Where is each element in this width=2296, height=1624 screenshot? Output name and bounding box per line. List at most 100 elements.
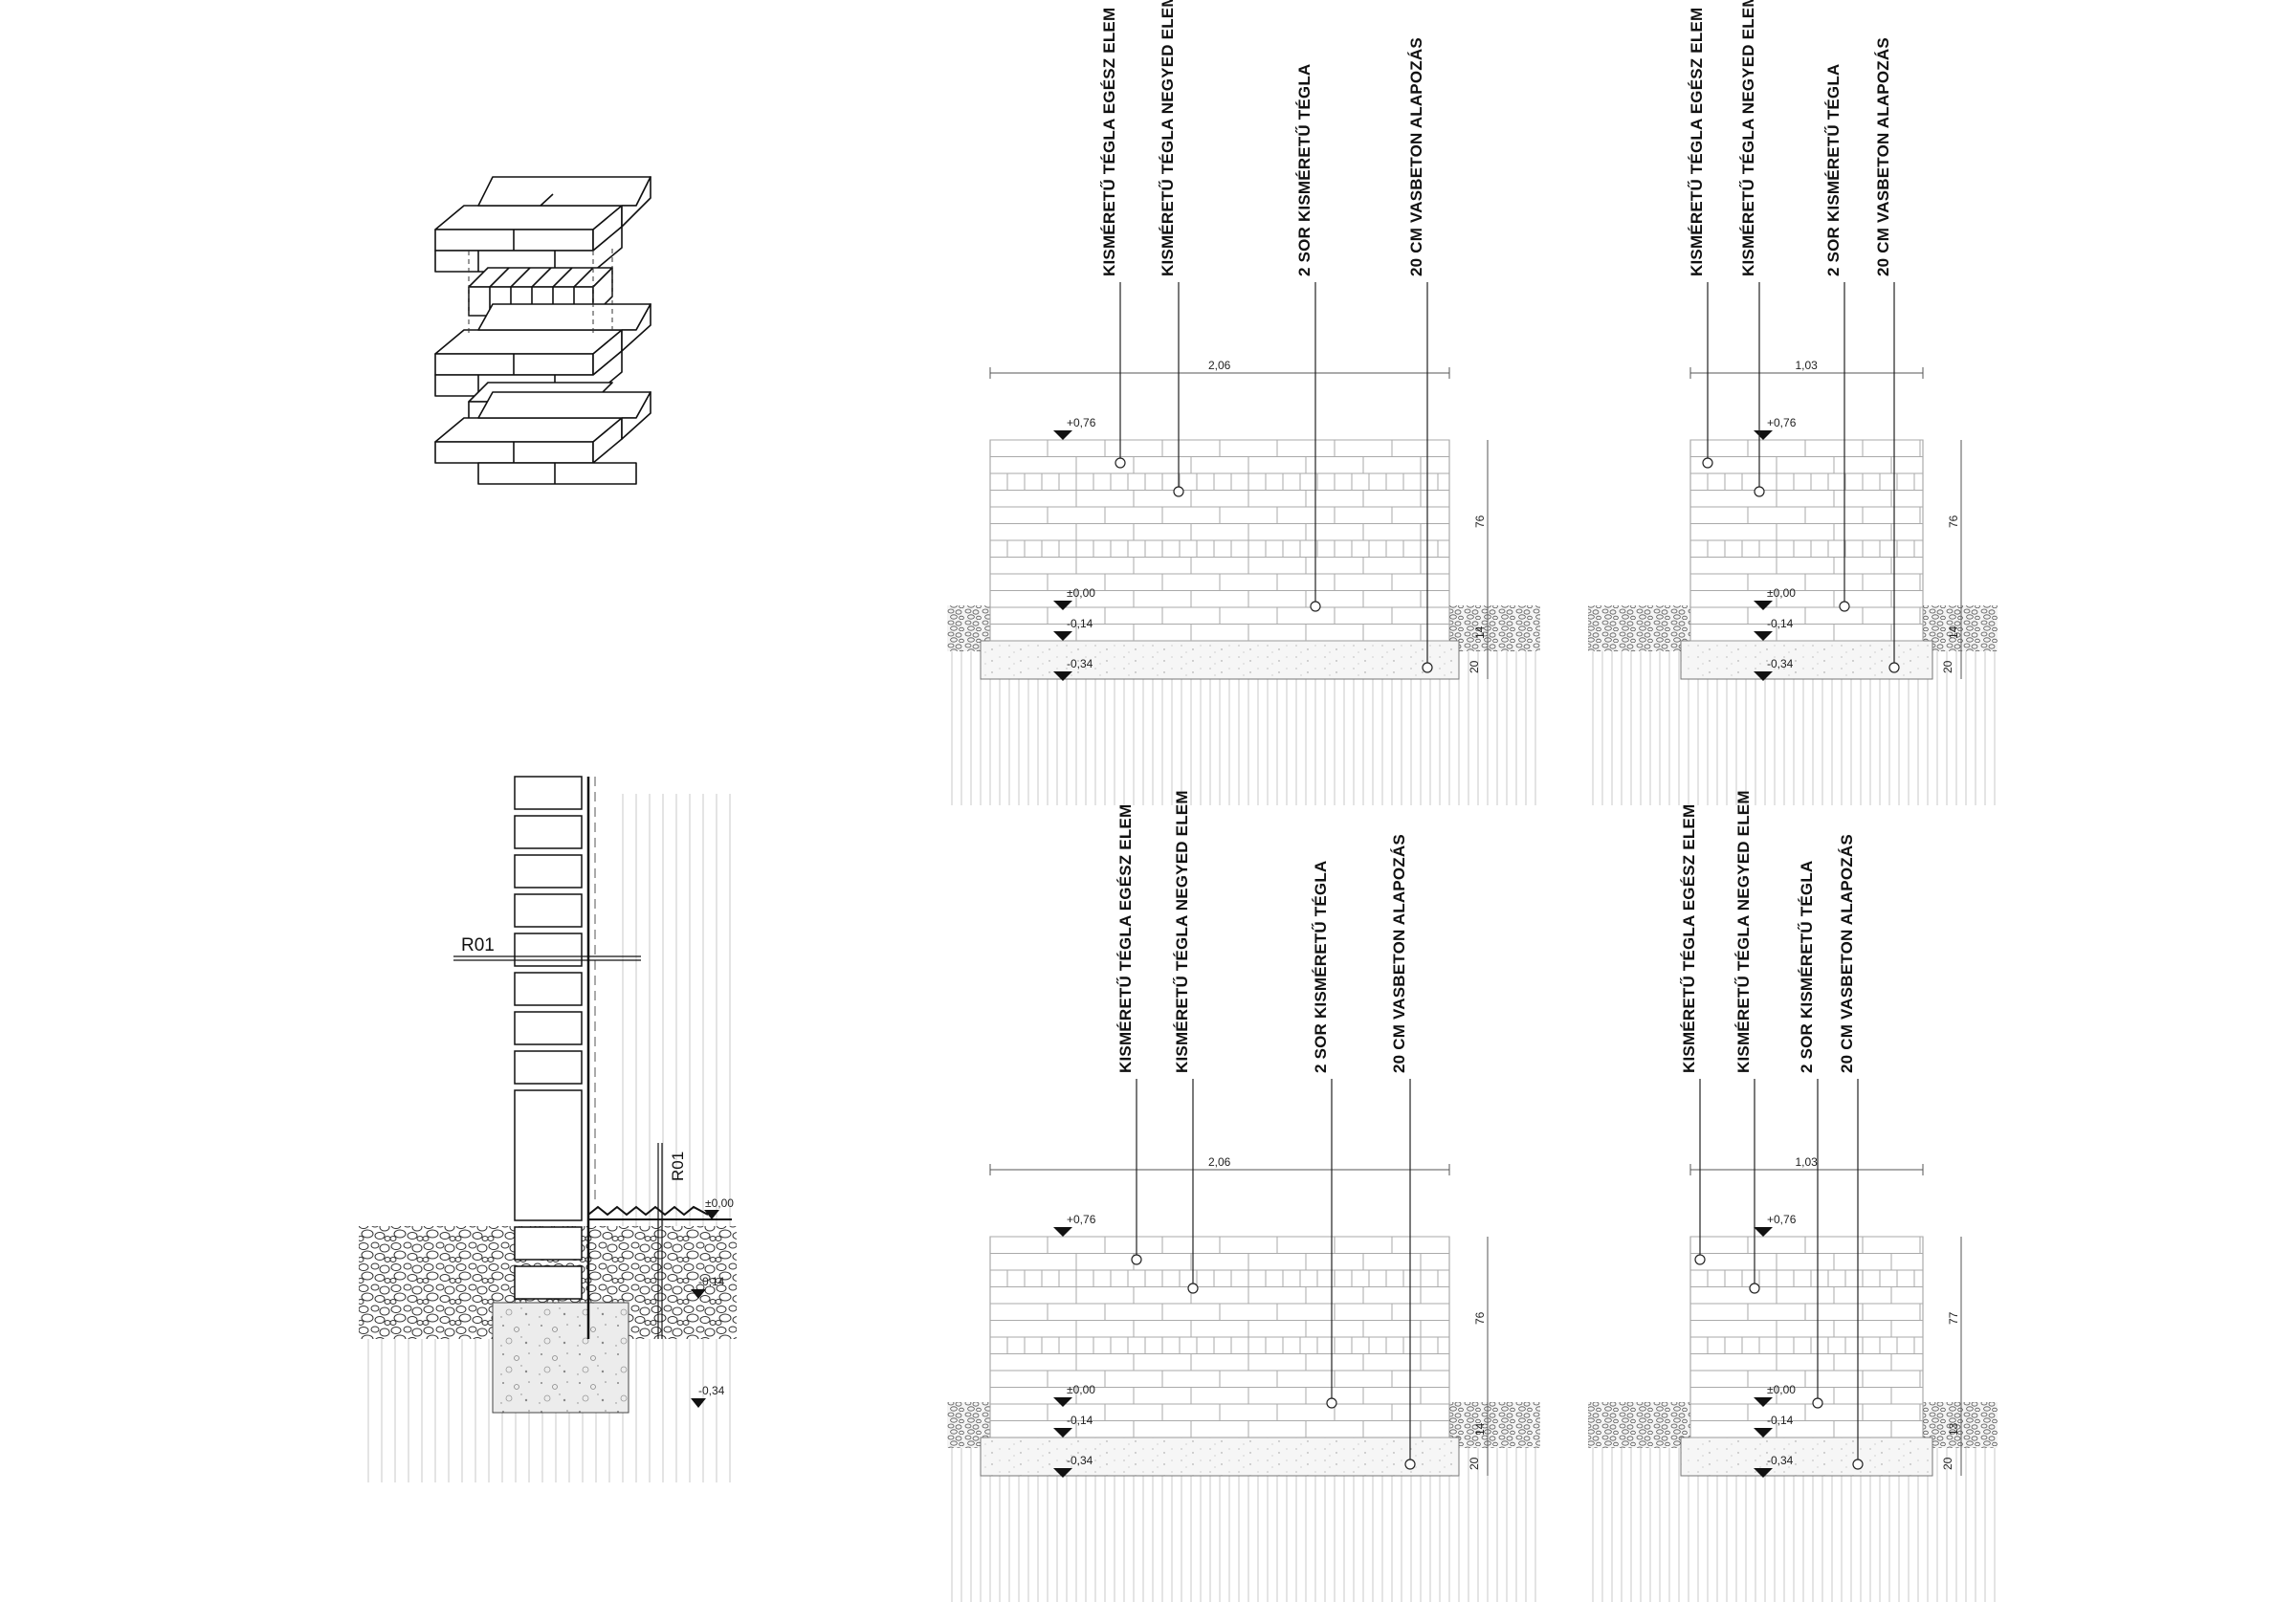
elevation-foot-dim-b-3: 20: [1468, 1457, 1481, 1470]
elevation-width-label-2: 1,03: [1796, 359, 1819, 372]
elevation-level-marker-1-1: [1053, 601, 1072, 610]
elevation-callout-label-2-2: 2 SOR KISMÉRETŰ TÉGLA: [1824, 64, 1843, 276]
section-tag-label-vertical: R01: [669, 1152, 687, 1181]
section-drainage-membrane: [587, 1205, 709, 1217]
elevation-callout-dot-4-2: [1812, 1397, 1823, 1409]
elevation-callout-dot-2-2: [1839, 601, 1850, 612]
iso-course-bottom: [434, 391, 651, 485]
elevation-level-marker-1-0: [1053, 430, 1072, 440]
elevation-level-marker-3-3: [1053, 1468, 1072, 1478]
section-level-034-text: -0,34: [698, 1384, 725, 1397]
elevation-level-text-2-2: -0,14: [1767, 617, 1794, 630]
section-tag-label: R01: [461, 935, 495, 955]
elevation-level-marker-4-1: [1754, 1397, 1773, 1407]
elevation-level-text-2-3: -0,34: [1767, 657, 1794, 670]
elevation-callout-dot-2-3: [1888, 662, 1900, 673]
elevation-callout-dot-4-0: [1694, 1254, 1706, 1265]
elevation-foot-dim-b-2: 20: [1941, 660, 1954, 673]
elevation-level-text-3-0: +0,76: [1067, 1213, 1096, 1226]
elevation-callout-label-1-1: KISMÉRETŰ TÉGLA NEGYED ELEM: [1159, 0, 1177, 276]
section-level-014: -0,14: [691, 1275, 725, 1299]
elevation-level-marker-3-2: [1053, 1428, 1072, 1437]
elevation-level-text-3-1: ±0,00: [1067, 1383, 1095, 1396]
elevation-callout-dot-1-1: [1173, 486, 1184, 497]
elevation-level-text-4-1: ±0,00: [1767, 1383, 1796, 1396]
elevation-callout-dot-1-0: [1115, 457, 1126, 469]
elevation-level-marker-2-2: [1754, 631, 1773, 641]
elevation-callout-dot-3-1: [1187, 1283, 1199, 1294]
elevation-level-marker-1-2: [1053, 631, 1072, 641]
elevation-footing-4: [1680, 1437, 1933, 1477]
elevation-callout-label-1-3: 20 CM VASBETON ALAPOZÁS: [1407, 37, 1425, 276]
elevation-callout-label-4-0: KISMÉRETŰ TÉGLA EGÉSZ ELEM: [1680, 804, 1698, 1073]
elevation-callout-label-2-1: KISMÉRETŰ TÉGLA NEGYED ELEM: [1739, 0, 1757, 276]
elevation-callout-dot-3-0: [1131, 1254, 1142, 1265]
elevation-callout-label-4-3: 20 CM VASBETON ALAPOZÁS: [1838, 834, 1856, 1073]
elevation-level-text-2-1: ±0,00: [1767, 586, 1796, 600]
elevation-foot-dim-b-4: 20: [1941, 1457, 1954, 1470]
wall-section-view: R01 R01 ±0,00 -0,14 -0,34: [359, 776, 737, 1482]
elevation-foot-dim-a-1: 14: [1473, 625, 1487, 639]
elevation-callout-dot-1-3: [1422, 662, 1433, 673]
elevation-callout-dot-3-2: [1326, 1397, 1337, 1409]
elevation-level-text-1-1: ±0,00: [1067, 586, 1095, 600]
elevation-level-marker-4-3: [1754, 1468, 1773, 1478]
elevation-footing-3: [980, 1437, 1460, 1477]
iso-course-middle: [434, 303, 651, 397]
elevation-level-text-1-3: -0,34: [1067, 657, 1093, 670]
elevation-height-label-2: 76: [1947, 515, 1960, 528]
elevation-level-marker-4-0: [1754, 1227, 1773, 1237]
elevation-level-text-4-3: -0,34: [1767, 1454, 1794, 1467]
section-level-034: -0,34: [691, 1384, 725, 1408]
elevation-callout-label-2-0: KISMÉRETŰ TÉGLA EGÉSZ ELEM: [1688, 8, 1706, 276]
elevation-level-marker-1-3: [1053, 671, 1072, 681]
isometric-brick-assembly: [434, 176, 651, 485]
elevation-height-label-1: 76: [1473, 515, 1487, 528]
elevation-level-text-1-0: +0,76: [1067, 416, 1096, 429]
elevation-level-text-3-3: -0,34: [1067, 1454, 1093, 1467]
elevation-foot-dim-a-2: 14: [1947, 625, 1960, 639]
elevation-callout-label-4-2: 2 SOR KISMÉRETŰ TÉGLA: [1798, 861, 1816, 1073]
elevation-callout-label-2-3: 20 CM VASBETON ALAPOZÁS: [1874, 37, 1892, 276]
elevation-panel-2: 1,03 76 14 20 +0,76 ±0,00 -0,14 -0,34 KISMÉRETŰ …: [1588, 0, 1998, 805]
section-concrete-footing: [492, 1302, 629, 1414]
elevation-level-text-4-2: -0,14: [1767, 1414, 1794, 1427]
elevation-width-label-3: 2,06: [1208, 1155, 1231, 1169]
elevation-callout-label-3-0: KISMÉRETŰ TÉGLA EGÉSZ ELEM: [1116, 804, 1135, 1073]
iso-guide-lines: [468, 249, 613, 335]
iso-course-top: [434, 176, 651, 273]
elevation-level-text-3-2: -0,14: [1067, 1414, 1093, 1427]
elevation-width-label-4: 1,03: [1796, 1155, 1819, 1169]
elevation-level-marker-4-2: [1754, 1428, 1773, 1437]
elevation-width-label-1: 2,06: [1208, 359, 1231, 372]
elevation-level-marker-2-3: [1754, 671, 1773, 681]
section-level-014-text: -0,14: [698, 1275, 725, 1288]
elevation-callout-dot-2-0: [1702, 457, 1713, 469]
elevation-views: 2,06761420+0,76±0,00-0,14-0,34KISMÉRETŰ …: [947, 0, 1998, 1602]
section-level-000: ±0,00: [704, 1196, 734, 1219]
elevation-footing-1: [980, 640, 1460, 680]
elevation-callout-label-4-1: KISMÉRETŰ TÉGLA NEGYED ELEM: [1734, 790, 1753, 1073]
elevation-callout-label-1-2: 2 SOR KISMÉRETŰ TÉGLA: [1295, 64, 1314, 276]
elevation-foot-dim-a-3: 14: [1473, 1422, 1487, 1436]
elevation-foot-dim-a-4: 13: [1947, 1422, 1960, 1436]
elevation-callout-dot-3-3: [1404, 1459, 1416, 1470]
section-brick-column: [514, 776, 583, 1300]
elevation-level-text-4-0: +0,76: [1767, 1213, 1797, 1226]
elevation-level-text-1-2: -0,14: [1067, 617, 1093, 630]
elevation-callout-label-1-0: KISMÉRETŰ TÉGLA EGÉSZ ELEM: [1100, 8, 1118, 276]
elevation-level-marker-2-0: [1754, 430, 1773, 440]
elevation-callout-dot-4-1: [1749, 1283, 1760, 1294]
elevation-level-marker-3-0: [1053, 1227, 1072, 1237]
elevation-callout-label-3-2: 2 SOR KISMÉRETŰ TÉGLA: [1312, 861, 1330, 1073]
elevation-height-label-4: 77: [1947, 1311, 1960, 1325]
elevation-callout-label-3-3: 20 CM VASBETON ALAPOZÁS: [1390, 834, 1408, 1073]
elevation-level-text-2-0: +0,76: [1767, 416, 1797, 429]
elevation-level-marker-2-1: [1754, 601, 1773, 610]
elevation-height-label-3: 76: [1473, 1311, 1487, 1325]
elevation-callout-dot-2-1: [1754, 486, 1765, 497]
elevation-panel-4: 1,03 77 13 20 +0,76 ±0,00 -0,14 -0,34 KISMÉRETŰ …: [1588, 790, 1998, 1602]
elevation-callout-dot-1-2: [1310, 601, 1321, 612]
elevation-panel-1: 2,06761420+0,76±0,00-0,14-0,34KISMÉRETŰ …: [947, 0, 1540, 805]
